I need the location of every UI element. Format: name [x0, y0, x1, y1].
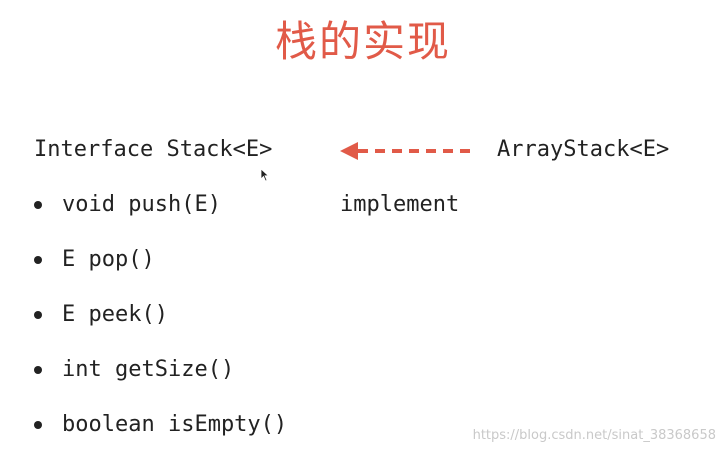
slide-title: 栈的实现 [274, 17, 451, 66]
bullet-icon [34, 421, 42, 429]
dashed-left-arrow-icon [340, 142, 476, 160]
method-item: void push(E) [34, 191, 287, 246]
method-item: boolean isEmpty() [34, 411, 287, 466]
method-signature: E peek() [62, 302, 168, 327]
method-item: E pop() [34, 246, 287, 301]
bullet-icon [34, 201, 42, 209]
method-item: int getSize() [34, 356, 287, 411]
method-signature: void push(E) [62, 192, 221, 217]
method-list: void push(E) E pop() E peek() int getSiz… [34, 191, 287, 466]
bullet-icon [34, 366, 42, 374]
watermark: https://blog.csdn.net/sinat_38368658 [472, 428, 716, 443]
method-signature: int getSize() [62, 357, 235, 382]
method-signature: E pop() [62, 247, 155, 272]
implement-label: implement [340, 192, 460, 217]
interface-declaration: Interface Stack<E> [34, 137, 273, 162]
mouse-pointer-icon [260, 168, 270, 182]
implementing-class-label: ArrayStack<E> [497, 137, 670, 162]
method-signature: boolean isEmpty() [62, 412, 288, 437]
method-item: E peek() [34, 301, 287, 356]
bullet-icon [34, 256, 42, 264]
bullet-icon [34, 311, 42, 319]
